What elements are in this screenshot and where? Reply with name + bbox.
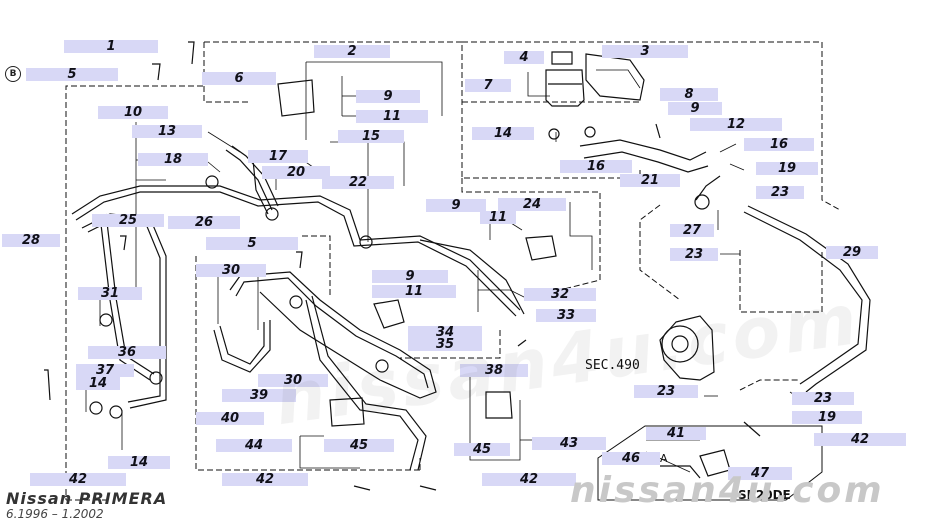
callout-9d: 9 — [372, 270, 448, 283]
components — [89, 51, 731, 479]
callout-3: 3 — [602, 45, 688, 58]
section-reference: SEC.490 — [585, 358, 640, 373]
watermark: nissan4u.com — [570, 470, 885, 511]
callout-18: 18 — [138, 153, 208, 166]
callout-4: 4 — [504, 51, 544, 64]
callout-10: 10 — [98, 106, 168, 119]
callout-47: 47 — [728, 467, 792, 480]
callout-21: 21 — [620, 174, 680, 187]
engine-code: SR20DE — [738, 488, 791, 502]
callout-25: 25 — [92, 214, 164, 227]
callout-13: 13 — [132, 125, 202, 138]
callout-26: 26 — [168, 216, 240, 229]
callout-2: 2 — [314, 45, 390, 58]
callout-16b: 16 — [560, 160, 632, 173]
callout-23b: 23 — [670, 248, 718, 261]
callout-22: 22 — [322, 176, 394, 189]
callout-14a: 14 — [472, 127, 534, 140]
production-dates: 6.1996 – 1.2002 — [6, 507, 104, 521]
callout-9a: 9 — [356, 90, 420, 103]
callout-44: 44 — [216, 439, 292, 452]
callout-32: 32 — [524, 288, 596, 301]
group-boundaries — [65, 41, 841, 501]
callout-11a: 11 — [356, 110, 428, 123]
callout-11b: 11 — [480, 211, 516, 224]
callout-46: 46 — [602, 452, 660, 465]
callout-16a: 16 — [744, 138, 814, 151]
callout-6: 6 — [202, 72, 276, 85]
callout-42c: 42 — [222, 473, 308, 486]
callout-9b: 9 — [668, 102, 722, 115]
callout-45a: 45 — [324, 439, 394, 452]
callout-45b: 45 — [454, 443, 510, 456]
callout-29: 29 — [826, 246, 878, 259]
callout-33: 33 — [536, 309, 596, 322]
callout-42a: 42 — [814, 433, 906, 446]
callout-23d: 23 — [792, 392, 854, 405]
model-title: Nissan PRIMERA — [6, 489, 168, 508]
callout-39: 39 — [222, 389, 296, 402]
callout-7: 7 — [465, 79, 511, 92]
callout-36: 36 — [88, 346, 166, 359]
callout-12: 12 — [690, 118, 782, 131]
callout-28: 28 — [2, 234, 60, 247]
bolts — [44, 41, 761, 491]
callout-9c: 9 — [426, 199, 486, 212]
callout-41: 41 — [646, 427, 706, 440]
callout-34: 34 — [408, 326, 482, 339]
callout-31: 31 — [78, 287, 142, 300]
callout-1: 1 — [64, 40, 158, 53]
callout-17: 17 — [248, 150, 308, 163]
callout-30b: 30 — [258, 374, 328, 387]
callout-27: 27 — [670, 224, 714, 237]
callout-20: 20 — [262, 166, 330, 179]
callout-24: 24 — [498, 198, 566, 211]
callout-23a: 23 — [756, 186, 804, 199]
callout-5b: 5 — [206, 237, 298, 250]
callout-14b: 14 — [76, 377, 120, 390]
callout-30a: 30 — [196, 264, 266, 277]
inset-box — [597, 425, 823, 501]
callout-42b: 42 — [30, 473, 126, 486]
detail-a-label: A — [660, 452, 668, 465]
callout-5a: 5 — [26, 68, 118, 81]
callout-11c: 11 — [372, 285, 456, 298]
callout-35: 35 — [408, 338, 482, 351]
callout-40: 40 — [196, 412, 264, 425]
callout-14c: 14 — [108, 456, 170, 469]
callout-15: 15 — [338, 130, 404, 143]
callout-37: 37 — [76, 364, 134, 377]
callout-43: 43 — [532, 437, 606, 450]
callout-19a: 19 — [756, 162, 818, 175]
callout-8: 8 — [660, 88, 718, 101]
circle-marker-b: B — [5, 66, 21, 82]
callout-42d: 42 — [482, 473, 576, 486]
callout-23c: 23 — [634, 385, 698, 398]
callout-19b: 19 — [792, 411, 862, 424]
callout-38: 38 — [460, 364, 528, 377]
leader-lines — [85, 61, 803, 473]
